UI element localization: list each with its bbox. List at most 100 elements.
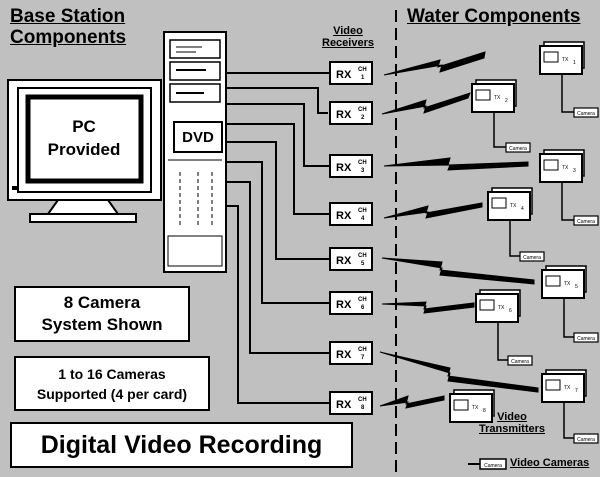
video-transmitters-header: Video Transmitters [472, 411, 552, 435]
receiver-2: RX CH 2 [329, 101, 373, 125]
receiver-ch-number: 7 [361, 355, 365, 361]
wireless-link-5 [381, 257, 535, 285]
transmitter-ch: 4 [521, 206, 524, 212]
transmitter-ch: 7 [575, 388, 578, 394]
legend-camera-icon: Camera [468, 458, 507, 470]
info-box-supported-line1: 1 to 16 Cameras [58, 365, 166, 382]
wireless-link-1 [383, 51, 486, 76]
camera-tag: Camera [577, 111, 595, 117]
receiver-3: RX CH 3 [329, 154, 373, 178]
receiver-1: RX CH 1 [329, 61, 373, 85]
receiver-label: RX [336, 162, 352, 174]
receiver-ch-label: CH [358, 297, 367, 303]
transmitter-label: TX [562, 57, 569, 63]
video-transmitters-line1: Video [497, 411, 527, 423]
transmitter-label: TX [498, 305, 505, 311]
transmitter-label: TX [510, 203, 517, 209]
receiver-label: RX [336, 109, 352, 121]
transmitter-label: TX [562, 165, 569, 171]
video-receivers-line1: Video [333, 25, 363, 37]
camera-icon: Camera [493, 112, 531, 153]
transmitter-ch: 3 [573, 168, 576, 174]
receiver-ch-number: 4 [361, 216, 365, 222]
info-box-supported-line2: Supported (4 per card) [36, 385, 188, 402]
legend-label: Video Cameras [510, 457, 590, 469]
receiver-ch-number: 8 [361, 405, 365, 411]
receiver-cables [226, 72, 330, 404]
transmitter-ch: 8 [483, 408, 486, 414]
monitor-text-line1: PC [72, 117, 96, 136]
camera-tag: Camera [577, 336, 595, 342]
camera-icon: Camera [561, 74, 599, 118]
camera-tag: Camera [509, 146, 527, 152]
transmitter-label: TX [564, 281, 571, 287]
base-station-header: Base Station Components [10, 6, 126, 48]
receiver-ch-number: 3 [361, 168, 365, 174]
receiver-ch-label: CH [358, 160, 367, 166]
receiver-label: RX [336, 210, 352, 222]
monitor-icon [7, 79, 162, 223]
monitor-text-line2: Provided [48, 140, 121, 159]
receiver-label: RX [336, 349, 352, 361]
transmitter-label: TX [564, 385, 571, 391]
receiver-ch-number: 1 [361, 75, 365, 81]
receiver-label: RX [336, 255, 352, 267]
info-box-camera-count-line2: System Shown [41, 315, 163, 334]
transmitter-ch: 2 [505, 98, 508, 104]
wireless-link-6 [381, 301, 475, 314]
wireless-link-2 [381, 92, 471, 115]
camera-icon: Camera [563, 402, 599, 444]
video-receivers-header: Video Receivers [316, 25, 380, 49]
receiver-ch-label: CH [358, 347, 367, 353]
receiver-ch-number: 5 [361, 261, 365, 267]
transmitter-label: TX [494, 95, 501, 101]
wireless-link-8 [379, 395, 445, 409]
camera-tag: Camera [511, 359, 529, 365]
transmitter-label: TX [472, 405, 479, 411]
wireless-link-4 [383, 202, 483, 219]
camera-icon: Camera [497, 322, 533, 366]
wireless-links [379, 51, 539, 409]
camera-tag: Camera [577, 437, 595, 443]
transmitter-ch: 5 [575, 284, 578, 290]
receiver-ch-label: CH [358, 397, 367, 403]
receiver-ch-label: CH [358, 107, 367, 113]
base-station-header-line2: Components [10, 27, 127, 48]
receiver-7: RX CH 7 [329, 341, 373, 365]
receiver-6: RX CH 6 [329, 291, 373, 315]
receiver-ch-label: CH [358, 67, 367, 73]
video-receivers-line2: Receivers [322, 37, 374, 49]
info-box-camera-count: 8 Camera System Shown [14, 286, 190, 342]
tower-icon [163, 31, 227, 273]
receiver-ch-number: 6 [361, 305, 365, 311]
video-transmitters-line2: Transmitters [478, 423, 546, 435]
dvd-label: DVD [182, 129, 214, 146]
wireless-link-7 [379, 351, 539, 393]
info-box-supported: 1 to 16 Cameras Supported (4 per card) [14, 356, 210, 411]
camera-tag: Camera [577, 219, 595, 225]
receiver-label: RX [336, 69, 352, 81]
receiver-5: RX CH 5 [329, 247, 373, 271]
transmitter-ch: 6 [509, 308, 512, 314]
receiver-label: RX [336, 299, 352, 311]
receiver-ch-label: CH [358, 253, 367, 259]
camera-tag: Camera [523, 255, 541, 261]
transmitter-8: TX 8 [449, 389, 495, 423]
wireless-link-3 [383, 157, 529, 171]
camera-icon: Camera [509, 220, 545, 262]
legend-camera-tag: Camera [484, 463, 502, 469]
receiver-ch-number: 2 [361, 115, 365, 121]
info-box-camera-count-line1: 8 Camera [63, 293, 141, 312]
